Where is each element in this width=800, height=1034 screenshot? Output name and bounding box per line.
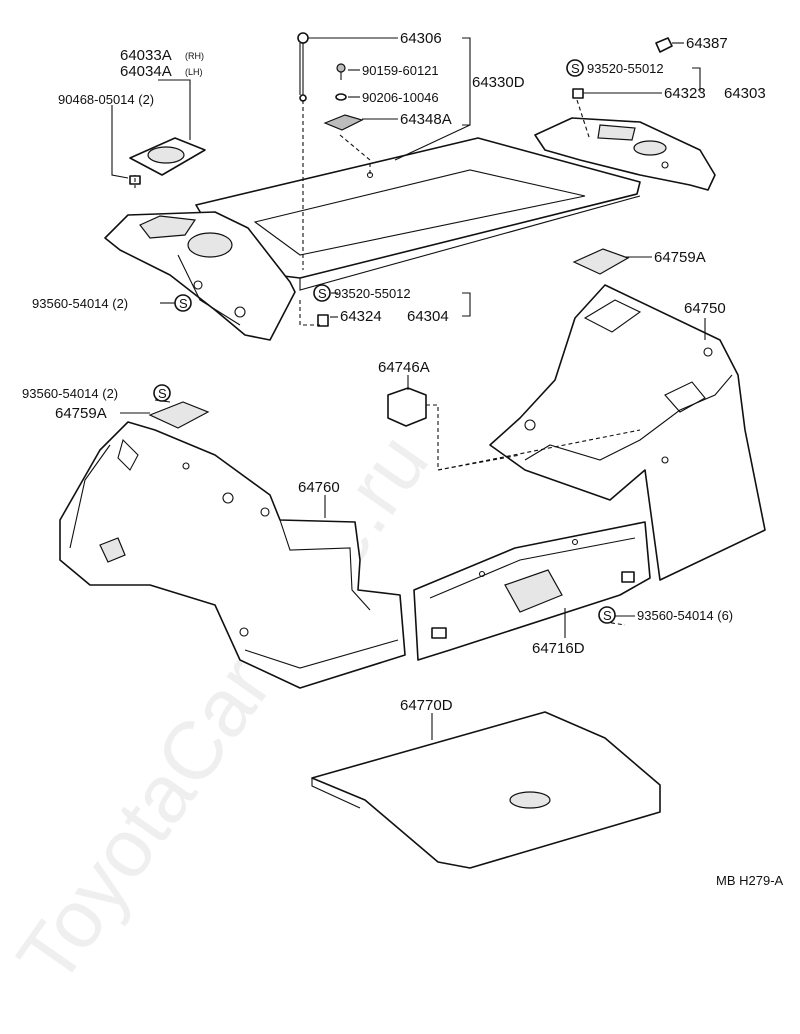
label-90206: 90206-10046 [362, 90, 439, 105]
s-symbol-right: S [598, 606, 616, 624]
label-90468: 90468-05014 (2) [58, 92, 154, 107]
svg-text:S: S [179, 296, 188, 311]
label-93560-right: 93560-54014 (6) [637, 608, 733, 623]
clip-64323 [572, 88, 584, 99]
speaker-grille-part [129, 137, 206, 185]
s-symbol-top: S [566, 59, 584, 77]
label-90159: 90159-60121 [362, 63, 439, 78]
label-64033a: 64033A [120, 47, 172, 64]
svg-text:S: S [571, 61, 580, 76]
label-64759a-right: 64759A [654, 249, 706, 266]
package-tray-trim [195, 137, 641, 291]
screw-90159 [336, 63, 346, 80]
label-64760: 64760 [298, 479, 340, 496]
figure-code: MB H279-A [716, 873, 784, 888]
dashed-lines [134, 99, 641, 626]
label-64324: 64324 [340, 308, 382, 325]
label-64716d: 64716D [532, 640, 585, 657]
svg-text:S: S [158, 386, 167, 401]
label-64034a: 64034A [120, 63, 172, 80]
label-93520-mid: 93520-55012 [334, 286, 411, 301]
leader-lines [111, 37, 706, 740]
label-64746a: 64746A [378, 359, 430, 376]
s-symbol-mid: S [313, 284, 331, 302]
clip-64348a [323, 114, 364, 131]
svg-text:S: S [318, 286, 327, 301]
mat-64759a-left [148, 401, 210, 429]
s-symbol-left: S [174, 294, 192, 312]
label-64330d: 64330D [472, 74, 525, 91]
rear-panel-trim-64716d [413, 521, 651, 661]
mat-64759a-right [572, 248, 630, 275]
washer-90206 [335, 93, 347, 101]
label-64303: 64303 [724, 85, 766, 102]
label-64348a: 64348A [400, 111, 452, 128]
label-rh: (RH) [185, 51, 204, 61]
label-lh: (LH) [185, 67, 203, 77]
label-93560-left2: 93560-54014 (2) [22, 386, 118, 401]
s-symbol-left2: S [153, 384, 171, 402]
clip-64387 [655, 37, 673, 53]
left-side-trim-64760 [59, 421, 406, 689]
tray-rod-part [297, 32, 309, 102]
clip-64324 [317, 314, 329, 327]
label-64759a-left: 64759A [55, 405, 107, 422]
label-64750: 64750 [684, 300, 726, 317]
label-93560-left: 93560-54014 (2) [32, 296, 128, 311]
trunk-floor-mat-64770d [311, 711, 661, 869]
plug-64746a [387, 387, 427, 427]
label-64304: 64304 [407, 308, 449, 325]
right-tray-support [534, 117, 716, 191]
label-64387: 64387 [686, 35, 728, 52]
right-side-trim-64750 [489, 284, 766, 581]
left-tray-support [104, 211, 296, 341]
label-64306: 64306 [400, 30, 442, 47]
svg-text:S: S [603, 608, 612, 623]
label-64770d: 64770D [400, 697, 453, 714]
label-64323: 64323 [664, 85, 706, 102]
label-93520-top: 93520-55012 [587, 61, 664, 76]
